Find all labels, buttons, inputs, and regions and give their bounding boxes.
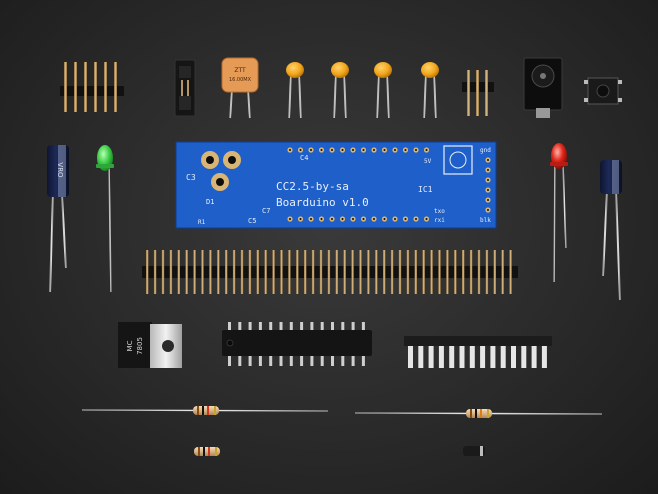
pcb-label-ic1: IC1 bbox=[418, 185, 433, 194]
pcb-title-line1: CC2.5-by-sa bbox=[276, 180, 349, 193]
red-led bbox=[550, 143, 568, 283]
ceramic-resonator: ZTT 16.00MX bbox=[221, 57, 259, 119]
dip-ic-chip bbox=[222, 322, 372, 366]
pcb-label-rxi: rxi bbox=[434, 217, 445, 224]
boarduino-pcb: CC2.5-by-sa Boarduino v1.0 C3 C5 C7 C4 D… bbox=[175, 141, 497, 229]
regulator-text-line1: MC bbox=[126, 340, 134, 351]
three-pin-header bbox=[462, 70, 494, 116]
diode bbox=[357, 446, 603, 456]
regulator-text-line2: 7805 bbox=[136, 337, 144, 355]
tactile-button bbox=[584, 77, 622, 105]
pcb-label-d1: D1 bbox=[206, 198, 214, 206]
electrolytic-capacitor-right bbox=[600, 160, 622, 301]
cap-left-text: VRO bbox=[56, 162, 64, 178]
dc-barrel-jack bbox=[523, 57, 563, 118]
voltage-regulator: MC 7805 bbox=[62, 322, 182, 368]
pcb-label-gnd: gnd bbox=[480, 147, 491, 154]
pcb-label-blk: blk bbox=[480, 217, 491, 224]
pcb-label-5v: 5V bbox=[424, 158, 432, 165]
pcb-label-c4: C4 bbox=[300, 154, 308, 162]
green-led bbox=[96, 145, 114, 293]
electrolytic-capacitor-left: VRO bbox=[47, 145, 69, 293]
resonator-text-line1: ZTT bbox=[234, 67, 246, 74]
pcb-label-c7: C7 bbox=[262, 207, 270, 215]
pcb-label-r1: R1 bbox=[198, 219, 206, 226]
resonator-text-line2: 16.00MX bbox=[229, 77, 252, 83]
pcb-title-line2: Boarduino v1.0 bbox=[276, 196, 369, 209]
pcb-label-c5: C5 bbox=[248, 217, 256, 225]
six-pin-header bbox=[60, 62, 124, 112]
ceramic-capacitors bbox=[286, 62, 439, 119]
ic-socket bbox=[404, 336, 552, 368]
resistor-1 bbox=[81, 406, 329, 415]
long-pin-header-strip bbox=[142, 250, 518, 294]
resistor-2 bbox=[354, 409, 603, 418]
pcb-label-c3: C3 bbox=[186, 173, 196, 182]
pcb-label-txo: txo bbox=[434, 208, 445, 215]
resistor-3 bbox=[84, 447, 330, 456]
jumper-shunt bbox=[174, 59, 196, 117]
